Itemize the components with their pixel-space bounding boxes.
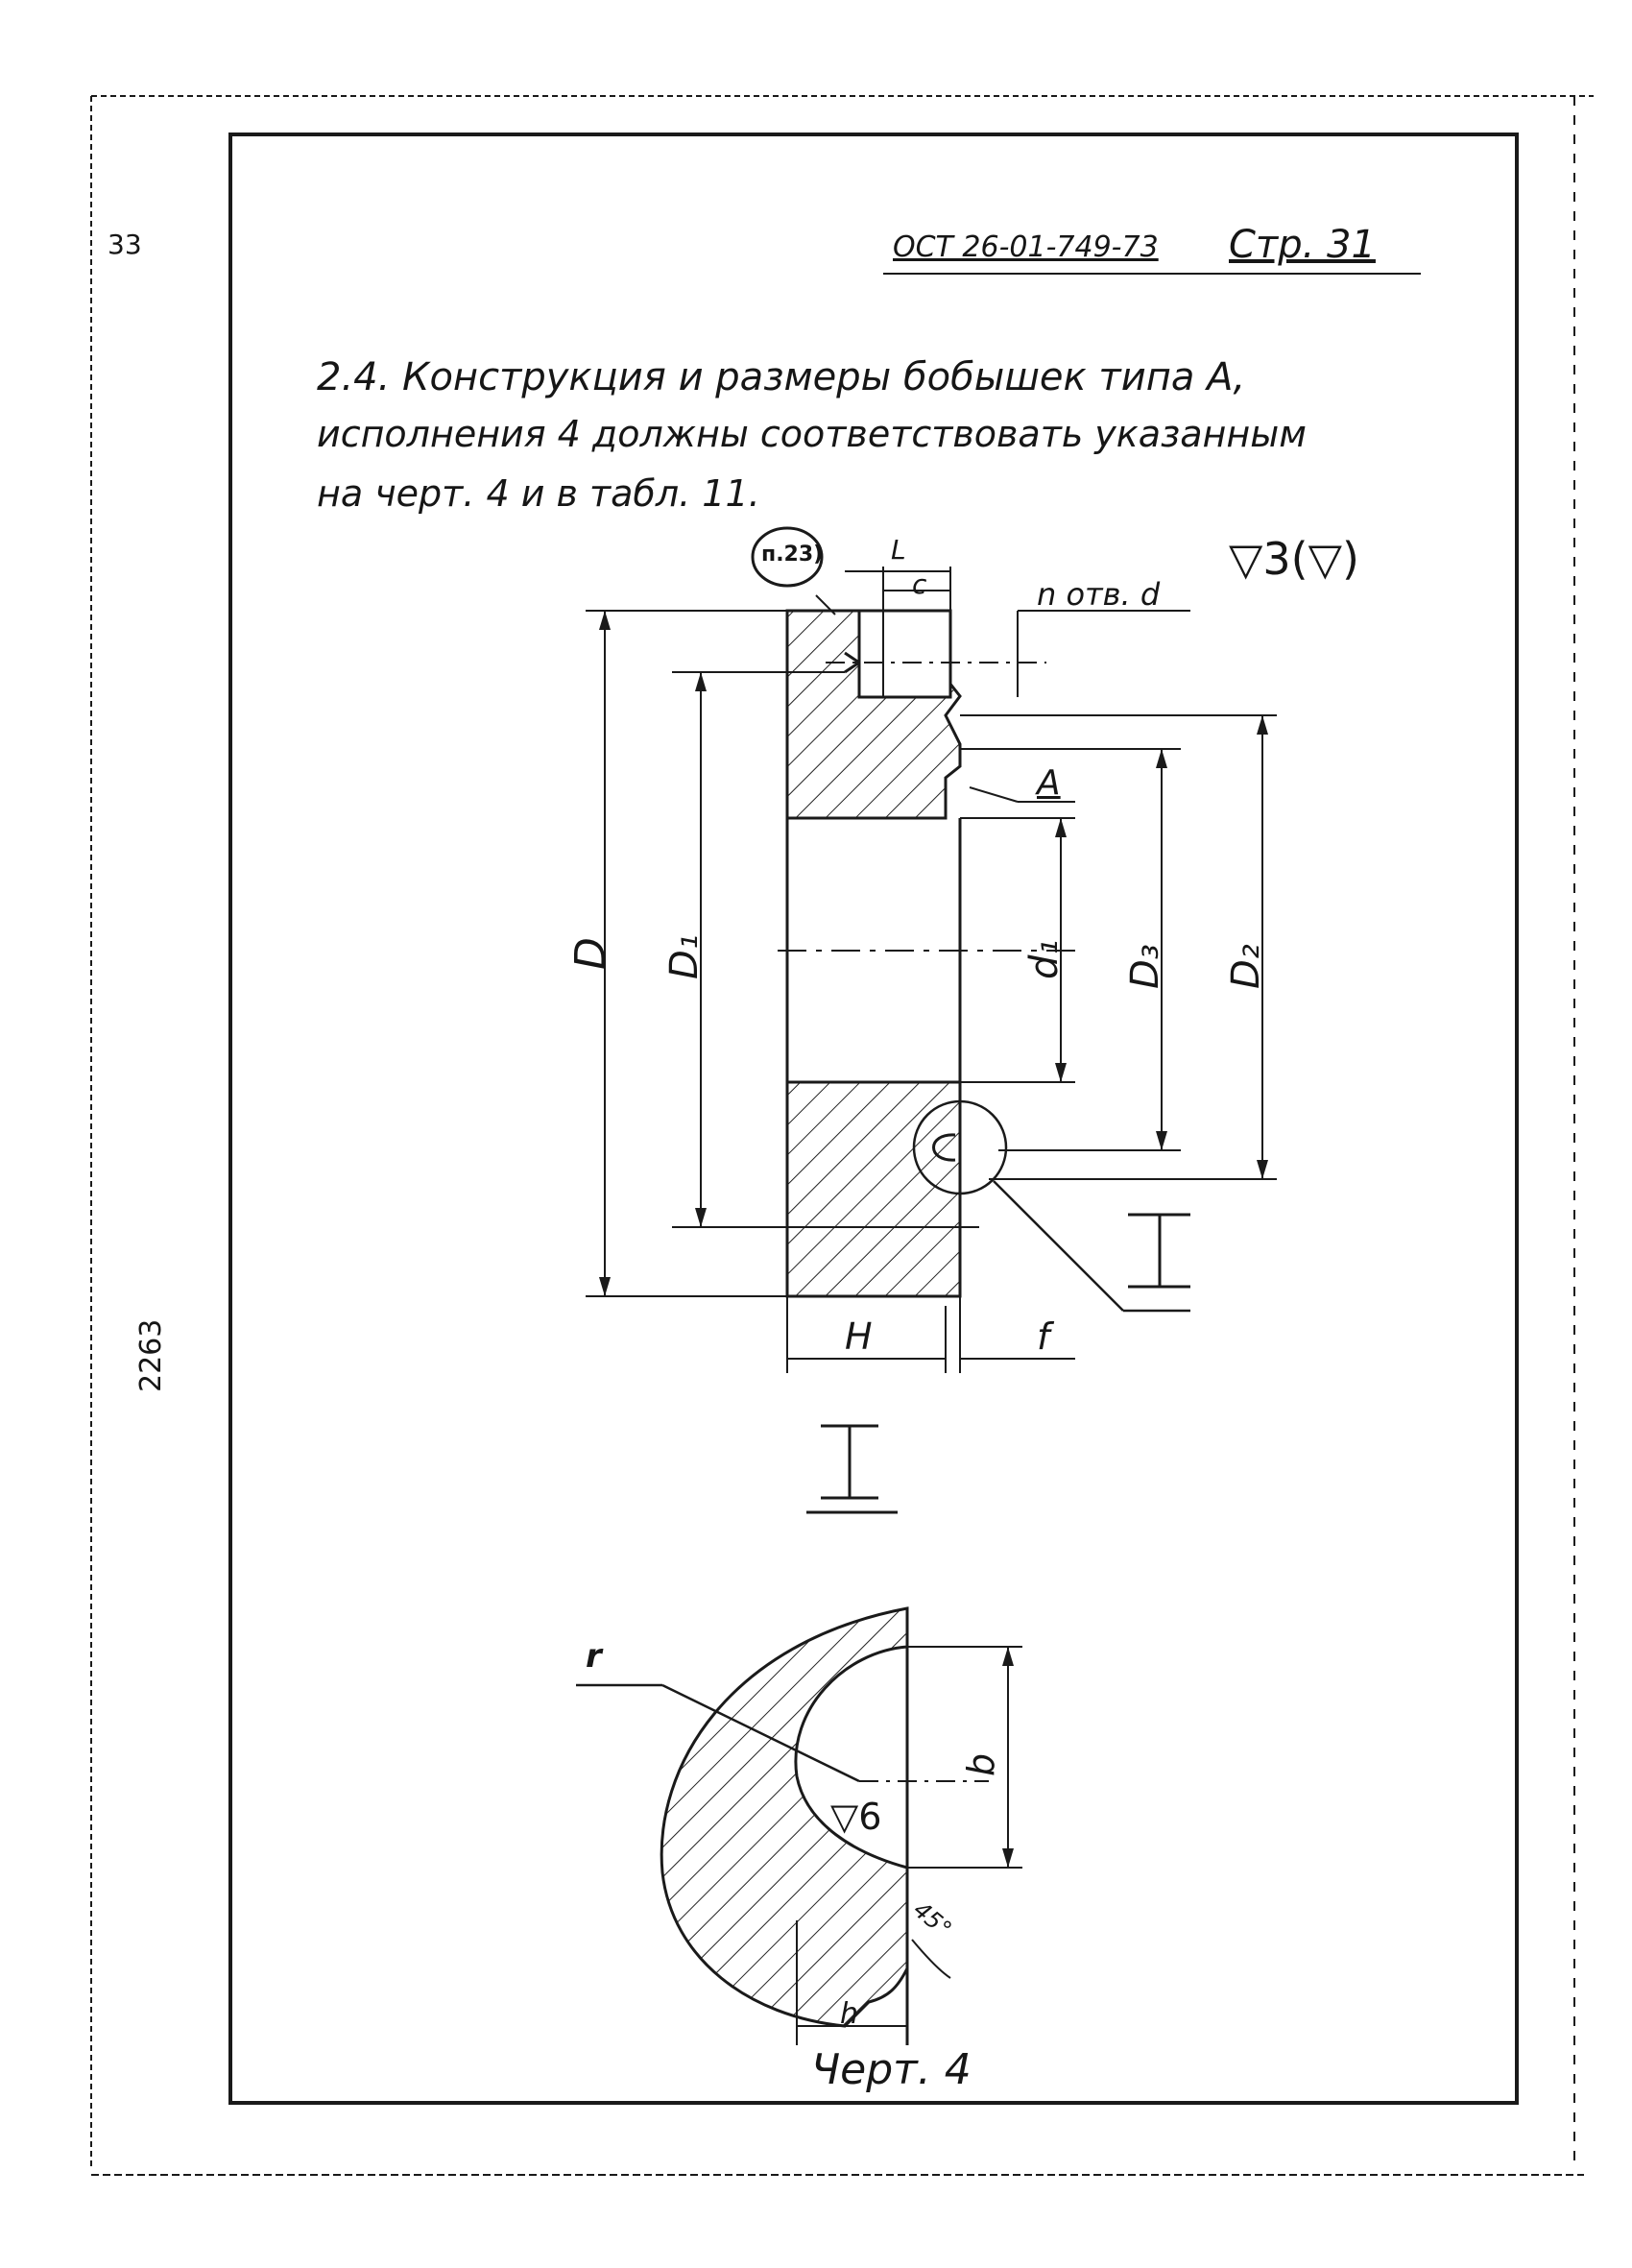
label-b: b xyxy=(960,1752,1002,1776)
label-A: A xyxy=(1037,763,1061,803)
page-frame xyxy=(90,95,1594,2176)
ref-bubble xyxy=(751,526,824,588)
figure-caption: Черт. 4 xyxy=(811,2045,972,2094)
label-L: L xyxy=(891,534,906,566)
label-h: h xyxy=(840,1997,859,2031)
hatched-area-bottom xyxy=(785,1080,962,1298)
paragraph-line-2: исполнения 4 должны соответствовать указ… xyxy=(317,413,1307,455)
label-d1: d₁ xyxy=(1022,939,1067,979)
paragraph-line-1: 2.4. Конструкция и размеры бобышек типа … xyxy=(317,355,1246,399)
detail-hatched-area xyxy=(660,1606,909,2028)
label-holes: n отв. d xyxy=(1037,576,1161,613)
dimensions xyxy=(586,570,1277,1373)
roughness-symbol: ▽3(▽) xyxy=(1229,533,1359,585)
label-H: H xyxy=(845,1315,873,1358)
label-D1: D₁ xyxy=(662,934,707,979)
reference-note: п.23) xyxy=(761,543,824,567)
page-number: Стр. 31 xyxy=(1229,223,1376,267)
standard-designation: ОСТ 26-01-749-73 xyxy=(893,230,1159,264)
detail-circle xyxy=(912,1099,1008,1195)
label-c: c xyxy=(912,568,927,600)
boss-section xyxy=(778,567,1075,1298)
label-r: r xyxy=(586,1637,602,1676)
detail-title-mark xyxy=(806,1424,898,1514)
label-D3: D₃ xyxy=(1123,944,1167,989)
paragraph-line-3: на черт. 4 и в табл. 11. xyxy=(317,472,760,515)
detail-view xyxy=(576,1606,1022,2045)
label-D2: D₂ xyxy=(1224,944,1268,989)
roughness-detail: ▽6 xyxy=(830,1796,882,1838)
label-f: f xyxy=(1037,1315,1050,1358)
margin-number-top: 33 xyxy=(108,229,142,260)
label-D: D xyxy=(566,937,615,970)
arrowheads xyxy=(599,611,1268,1296)
